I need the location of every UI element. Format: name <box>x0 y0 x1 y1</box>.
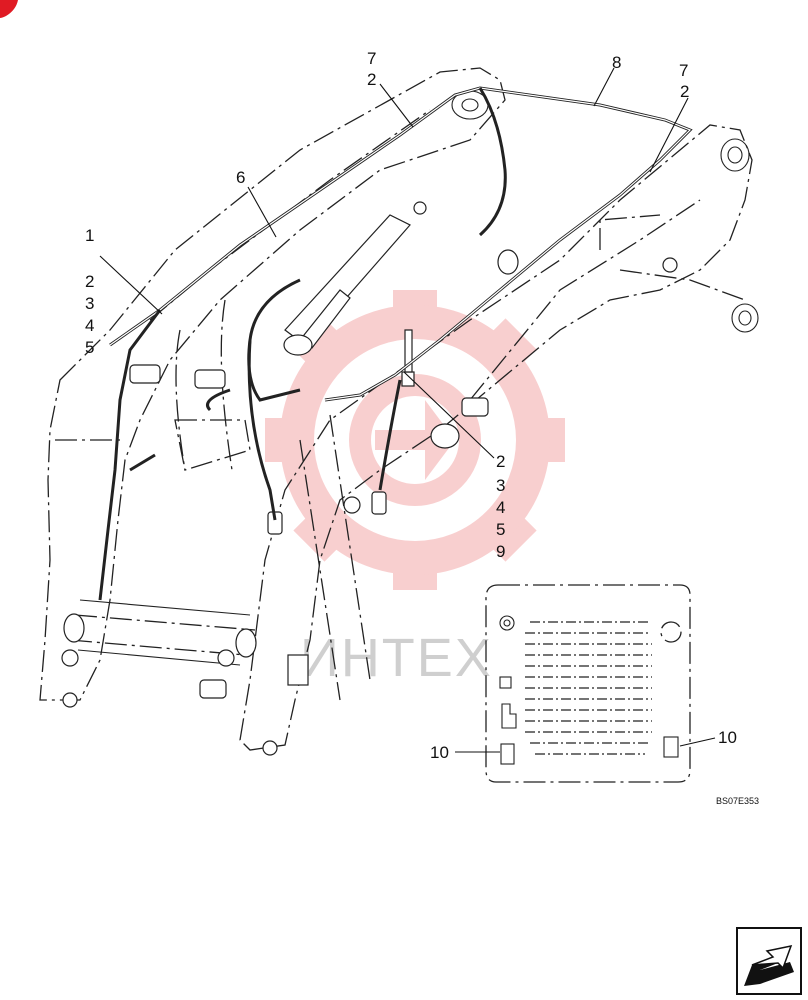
watermark-gear-icon <box>265 290 565 590</box>
leader-lines <box>99 67 716 753</box>
callout-4-mid: 4 <box>496 498 505 517</box>
callout-6: 6 <box>236 168 245 187</box>
callout-2-left: 2 <box>85 272 94 291</box>
decal-right <box>663 736 679 758</box>
corner-mark-icon <box>0 0 18 18</box>
callout-labels: 7 2 8 7 2 6 1 2 3 4 5 2 3 4 5 9 10 10 <box>85 49 737 762</box>
cross-tube <box>61 414 371 701</box>
callout-9: 9 <box>496 542 505 561</box>
next-page-arrow-icon[interactable] <box>736 927 802 995</box>
drawing-code: BS07E353 <box>716 796 759 806</box>
lift-cylinder-left <box>283 214 519 449</box>
callout-8: 8 <box>612 53 621 72</box>
callout-7-top: 7 <box>367 49 376 68</box>
callout-3-mid: 3 <box>496 476 505 495</box>
rear-grille-panel <box>485 584 691 783</box>
watermark-text: ИНТЕХ <box>300 628 493 688</box>
callout-2-top: 2 <box>367 70 376 89</box>
callout-10-left: 10 <box>430 743 449 762</box>
decal-left <box>500 743 515 765</box>
callout-2-mid: 2 <box>496 452 505 471</box>
callout-5-left: 5 <box>85 338 94 357</box>
wiring-harness <box>98 86 693 601</box>
callout-2-right: 2 <box>680 82 689 101</box>
callout-3-left: 3 <box>85 294 94 313</box>
callout-1: 1 <box>85 226 94 245</box>
callout-7-right: 7 <box>679 61 688 80</box>
callout-5-mid: 5 <box>496 520 505 539</box>
callout-4-left: 4 <box>85 316 94 335</box>
fittings <box>62 201 678 756</box>
callout-10-right: 10 <box>718 728 737 747</box>
